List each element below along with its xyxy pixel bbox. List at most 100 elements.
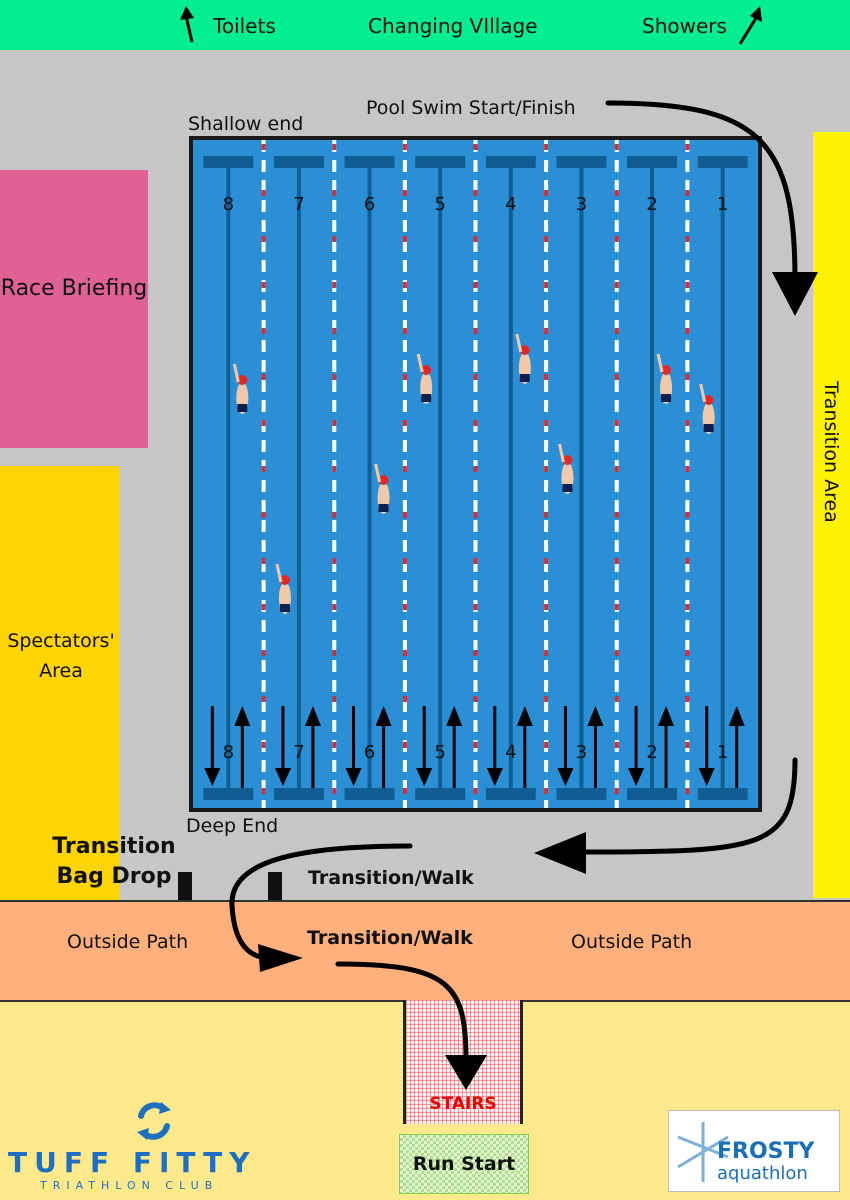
transition-bag-drop-label: Transition Bag Drop	[52, 834, 176, 889]
run-start-label: Run Start	[412, 1153, 516, 1175]
top-bar	[0, 0, 850, 50]
lane-t-bar-top	[485, 156, 536, 168]
lane-center-line	[226, 168, 231, 792]
lane-arrowhead-down	[628, 768, 645, 786]
transition-area-label: Transition Area	[820, 381, 842, 523]
tuff-fitty-logo-text: TUFF FITTY	[8, 1146, 257, 1179]
swimmer-arm	[374, 463, 382, 483]
lane-t-bar-bottom	[203, 788, 254, 800]
lane-center-line	[720, 168, 725, 792]
lane-t-bar-bottom	[273, 788, 324, 800]
lane-t-bar-bottom	[485, 788, 536, 800]
lane-arrowhead-up	[446, 706, 463, 726]
lane-arrowhead-up	[304, 706, 321, 726]
swimmer-arm	[232, 363, 240, 383]
transition-walk-upper-label: Transition/Walk	[308, 867, 474, 889]
swimmer-arm	[515, 333, 523, 353]
lane-t-bar-top	[273, 156, 324, 168]
lane-arrowhead-up	[234, 706, 251, 726]
lane-t-bar-top	[697, 156, 748, 168]
outside-path-right-label: Outside Path	[571, 931, 693, 953]
lane-arrowhead-down	[345, 768, 362, 786]
swimmer-cap	[378, 475, 389, 485]
lane-t-bar-top	[627, 156, 678, 168]
lane-number-bottom: 7	[293, 742, 304, 763]
lane-center-line	[296, 168, 301, 792]
lane-arrowhead-up	[587, 706, 604, 726]
spectators-label: Spectators' Area	[7, 630, 115, 682]
toilets-label: Toilets	[213, 14, 276, 38]
swimmer-arm	[656, 353, 664, 373]
lane-number-bottom: 1	[717, 742, 728, 763]
swimmer-cap	[519, 345, 530, 355]
deep-end-label: Deep End	[186, 815, 279, 837]
pool-start-finish-label: Pool Swim Start/Finish	[366, 97, 576, 119]
transition-walk-lower-label: Transition/Walk	[307, 927, 473, 949]
changing-village-label: Changing VIllage	[368, 14, 538, 38]
toilets-arrowhead-icon	[180, 6, 194, 20]
route-arrow-walk-to-path	[229, 843, 413, 961]
route-arrow-path-to-stairs	[335, 961, 469, 1063]
swimmer-trunks	[237, 404, 248, 412]
lane-arrowhead-down	[204, 768, 221, 786]
run-start-zone	[399, 1134, 529, 1194]
aquathlon-logo-text: aquathlon	[717, 1163, 808, 1184]
lane-center-line	[508, 168, 513, 792]
showers-label: Showers	[642, 14, 727, 38]
route-arrow-transition-to-walk	[577, 757, 798, 855]
lane-center-line	[579, 168, 584, 792]
frosty-aquathlon-logo: FROSTY aquathlon	[668, 1110, 840, 1192]
swimmer-arm	[699, 383, 707, 403]
lane-number-bottom: 8	[223, 742, 234, 763]
route-arrow-pool-to-transition	[605, 100, 798, 283]
lane-arrowhead-up	[728, 706, 745, 726]
lane-number-top: 3	[576, 194, 587, 215]
lane-number-bottom: 2	[646, 742, 657, 763]
arrowhead-down	[772, 272, 818, 316]
spectators-area	[0, 466, 120, 900]
swimmer-arm	[416, 353, 424, 373]
outside-path-left-label: Outside Path	[67, 931, 189, 953]
showers-arrow-icon	[738, 17, 758, 45]
lane-center-line	[650, 168, 655, 792]
frosty-logo-text: FROSTY	[717, 1139, 815, 1164]
swimmer-trunks	[562, 484, 573, 492]
toilets-arrow-icon	[184, 15, 194, 43]
arrowhead-right	[258, 944, 303, 972]
lane-t-bar-bottom	[697, 788, 748, 800]
shallow-end-label: Shallow end	[188, 113, 304, 135]
lane-arrowhead-down	[557, 768, 574, 786]
lane-number-top: 6	[364, 194, 375, 215]
lane-center-line	[367, 168, 372, 792]
lane-number-top: 1	[717, 194, 728, 215]
tuff-fitty-logo-subtext: TRIATHLON CLUB	[40, 1179, 219, 1192]
lane-t-bar-bottom	[556, 788, 607, 800]
lane-t-bar-bottom	[627, 788, 678, 800]
arrowhead-stairs	[445, 1055, 487, 1090]
tuff-fitty-logo-icon	[137, 1102, 171, 1140]
lane-t-bar-top	[344, 156, 395, 168]
race-briefing-area	[0, 170, 148, 448]
lane-t-bar-top	[556, 156, 607, 168]
lane-number-bottom: 5	[434, 742, 445, 763]
outside-path	[0, 900, 850, 1002]
lane-arrowhead-down	[274, 768, 291, 786]
lane-number-bottom: 6	[364, 742, 375, 763]
swimmer-arm	[275, 563, 283, 583]
lane-t-bar-top	[415, 156, 466, 168]
swimmer-cap	[562, 455, 573, 465]
lane-arrowhead-up	[658, 706, 675, 726]
lane-t-bar-top	[203, 156, 254, 168]
lane-arrowhead-down	[416, 768, 433, 786]
lane-number-top: 4	[505, 194, 516, 215]
swimmer-cap	[703, 395, 714, 405]
lane-t-bar-bottom	[344, 788, 395, 800]
lane-number-top: 8	[223, 194, 234, 215]
lane-number-bottom: 4	[505, 742, 516, 763]
swimmer-cap	[661, 365, 672, 375]
swimmer-trunks	[703, 424, 714, 432]
swimmer-arm	[557, 443, 565, 463]
